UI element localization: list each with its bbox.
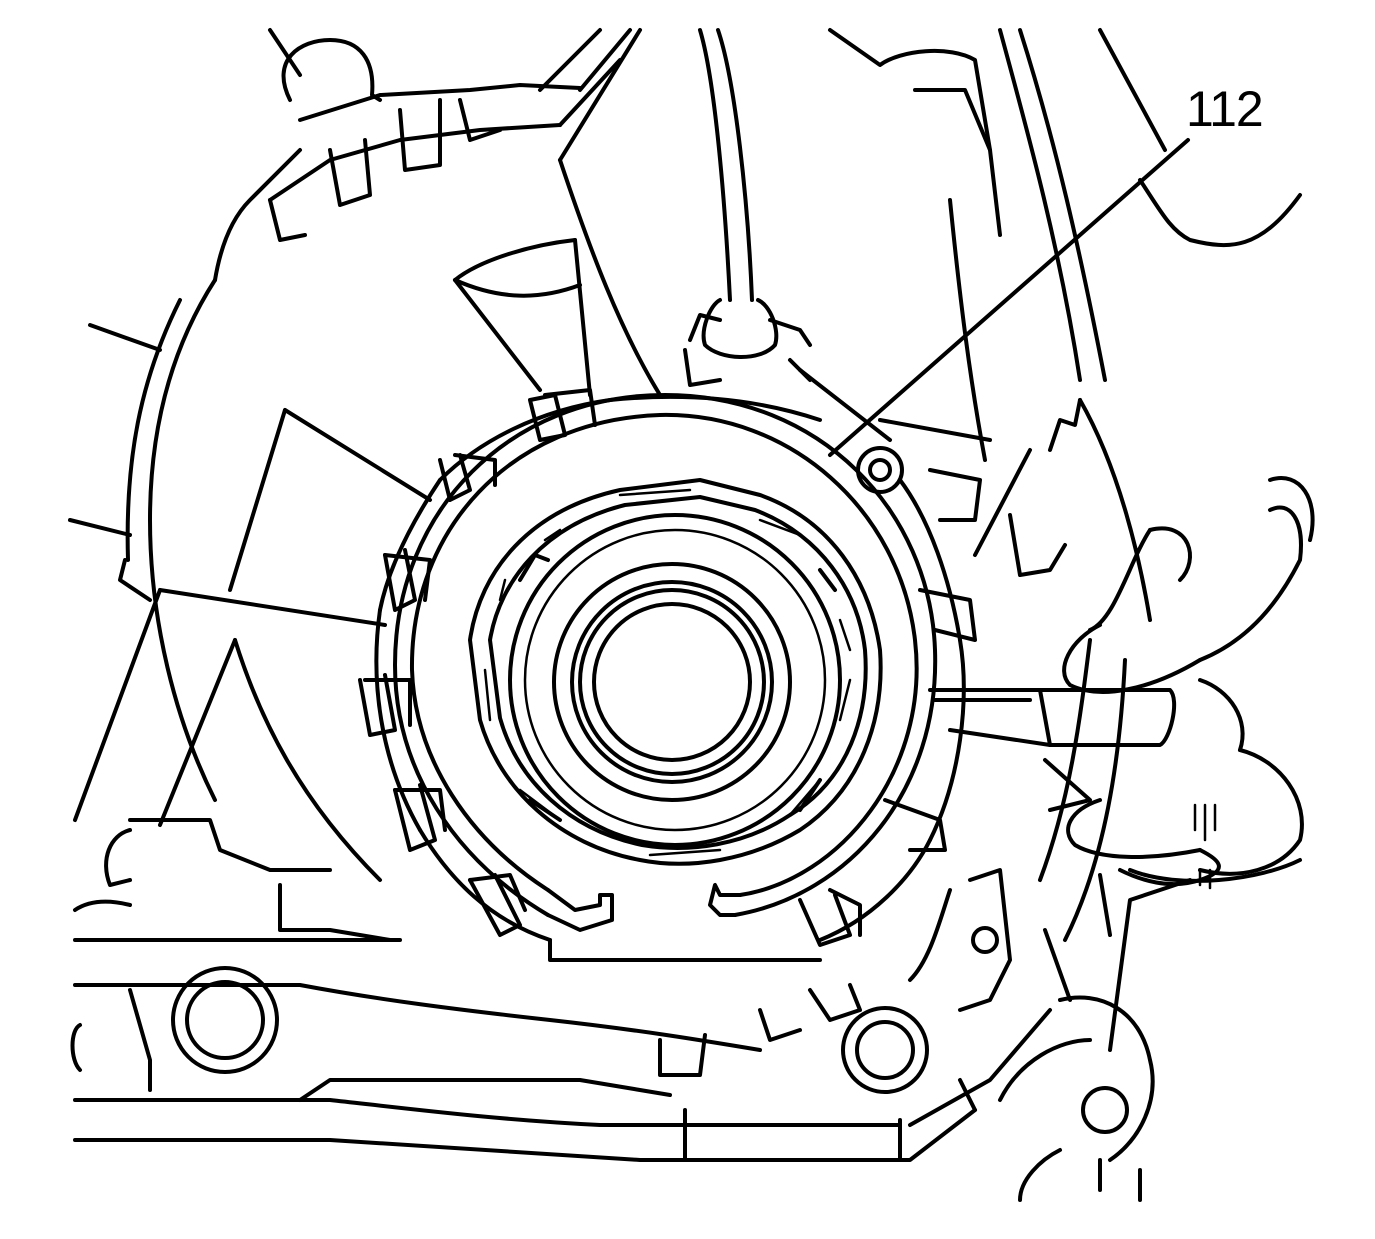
callout-label-112: 112 <box>1186 81 1264 137</box>
snap-ring-112 <box>393 393 938 932</box>
callout-leader-line <box>828 138 1190 457</box>
lower-flange <box>70 818 1192 1202</box>
clutch-hub <box>468 478 883 866</box>
cover-planes <box>73 158 662 882</box>
case-housing <box>68 28 642 802</box>
fluid-tube <box>683 28 812 387</box>
pry-tool <box>928 688 1177 812</box>
center-bore <box>508 513 842 847</box>
technician-hand <box>1062 476 1315 890</box>
